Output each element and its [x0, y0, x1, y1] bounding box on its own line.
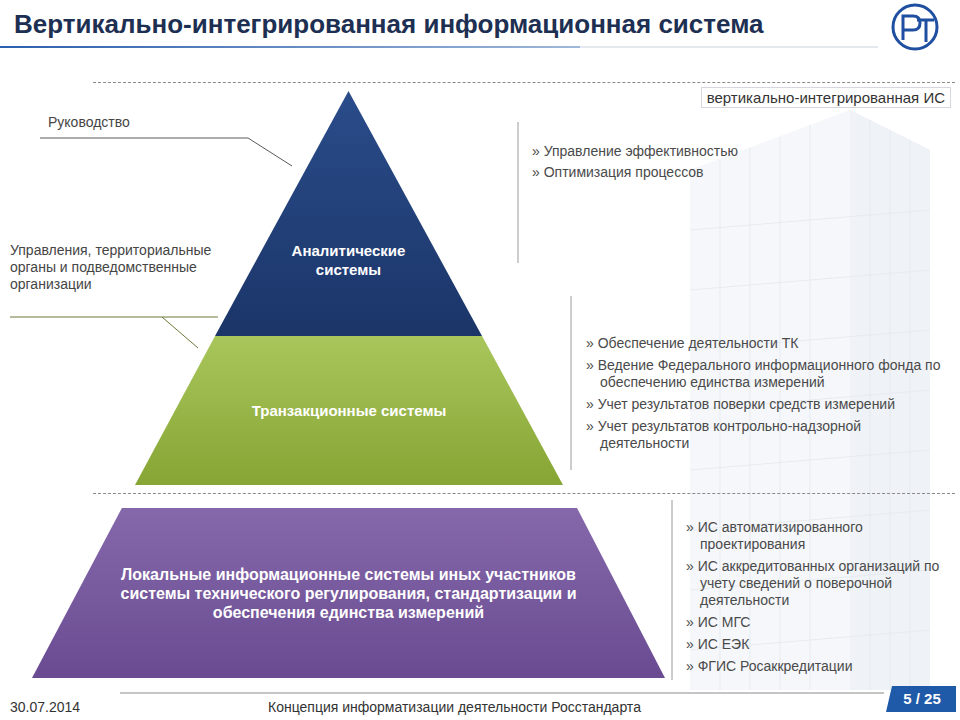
- leader-line: [162, 317, 198, 348]
- bullet-item-box: » Учет результатов контрольно-надзорной …: [586, 418, 952, 452]
- bullet-item-box: » ИС автоматизированного проектирования: [686, 519, 952, 553]
- bullet-item-box: » ИС аккредитованных организаций по учет…: [686, 558, 952, 609]
- bullet-item-box: » ИС ЕЭК: [686, 636, 952, 653]
- pyramid-tier: Транзакционные системы: [135, 336, 563, 485]
- bullet-item: » Оптимизация процессов: [532, 164, 932, 181]
- group-rule: [571, 296, 572, 470]
- tier-fill: [32, 508, 665, 678]
- title-rule-thin: [580, 47, 878, 48]
- tier-label: Аналитические системы: [264, 241, 434, 279]
- bullet-item-box: » Учет результатов поверки средств измер…: [586, 396, 952, 413]
- bullet-item-box: » ФГИС Росаккредитации: [686, 658, 952, 675]
- page-badge: [886, 686, 956, 712]
- footer-rule: [120, 693, 884, 694]
- footer-date-box: 30.07.2014: [10, 699, 120, 716]
- bullet-item-box: » Оптимизация процессов: [532, 164, 932, 181]
- tier-label: Локальные информационные системы иных уч…: [99, 565, 599, 622]
- bullet-item: » Управление эффективностью: [532, 143, 932, 160]
- bullet-item: » Учет результатов контрольно-надзорной …: [586, 418, 952, 452]
- group-rule: [672, 500, 673, 680]
- logo: [893, 5, 937, 49]
- level-label: Руководство: [48, 114, 248, 131]
- bullet-item-box: » Обеспечение деятельности ТК: [586, 335, 952, 352]
- group-rule: [518, 122, 519, 263]
- bullet-item-box: » ИС МГС: [686, 614, 952, 631]
- level-label-box: Управления, территориальные органы и под…: [10, 242, 225, 293]
- page-number-box: 5 / 25: [888, 687, 956, 711]
- footer-caption-box: Концепция информатизации деятельности Ро…: [268, 699, 828, 716]
- leader-line: [40, 138, 292, 166]
- slide-title: Вертикально-интегрированная информационн…: [14, 9, 764, 40]
- level-label: Управления, территориальные органы и под…: [10, 242, 225, 293]
- bullet-item: » Ведение Федерального информационного ф…: [586, 357, 952, 391]
- bullet-item: » Обеспечение деятельности ТК: [586, 335, 952, 352]
- level-label-box: Руководство: [48, 114, 248, 131]
- bullet-item-box: » Ведение Федерального информационного ф…: [586, 357, 952, 391]
- bullet-item: » ИС аккредитованных организаций по учет…: [686, 558, 952, 609]
- tier-label: Транзакционные системы: [252, 402, 447, 419]
- title-rule: [0, 46, 580, 48]
- pyramid-apex: Аналитические системы: [215, 91, 482, 336]
- tier-fill: [215, 91, 482, 336]
- footer-date: 30.07.2014: [10, 699, 120, 716]
- tier-fill: [135, 336, 563, 485]
- bullet-item: » ФГИС Росаккредитации: [686, 658, 952, 675]
- bullet-item: » ИС ЕЭК: [686, 636, 952, 653]
- footer-caption: Концепция информатизации деятельности Ро…: [268, 699, 828, 716]
- bullet-item: » ИС автоматизированного проектирования: [686, 519, 952, 553]
- bullet-item: » ИС МГС: [686, 614, 952, 631]
- bullet-item: » Учет результатов поверки средств измер…: [586, 396, 952, 413]
- bullet-item-box: » Управление эффективностью: [532, 143, 932, 160]
- page-number: 5 / 25: [888, 687, 956, 711]
- region-label: вертикально-интегрированная ИС: [701, 87, 951, 108]
- tier-shape: [215, 91, 482, 336]
- pyramid-base: Локальные информационные системы иных уч…: [32, 508, 665, 678]
- leader-line: [10, 317, 218, 318]
